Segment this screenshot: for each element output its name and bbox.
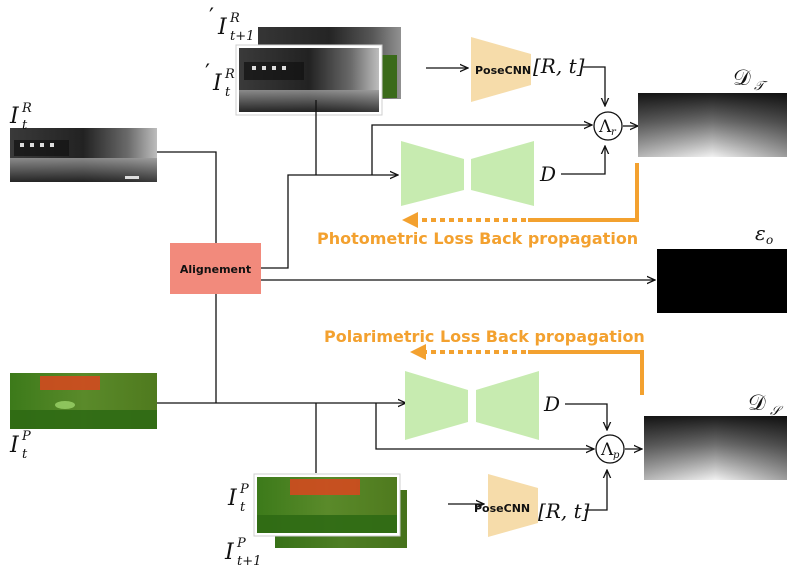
posecnn-top-block: PoseCNN [471, 37, 531, 102]
rt-bottom-label: [R, t] [538, 499, 590, 523]
d-top-label: D [539, 162, 556, 186]
posecnn-bottom-label: PoseCNN [474, 502, 530, 515]
label-bottom-front-sub: t [240, 500, 246, 515]
dt-label: 𝒟 [733, 66, 751, 91]
label-it-p-sub: t [22, 447, 28, 462]
image-it-p [10, 373, 157, 429]
depth-network-top [401, 141, 534, 206]
label-top-back-sup: R [229, 11, 240, 26]
label-bottom-front: I [227, 486, 238, 511]
label-top-back: I [217, 15, 228, 40]
rt-top-label: [R, t] [533, 54, 585, 78]
label-it-r: I [9, 104, 20, 129]
label-top-front-sup: R [224, 67, 235, 82]
alignement-label: Alignement [180, 263, 251, 276]
label-it-p: I [9, 433, 20, 458]
label-top-back-prime: ′ [209, 5, 214, 30]
label-it-r-sup: R [21, 101, 32, 116]
label-bottom-back-sup: P [236, 536, 246, 551]
eps-label: ε [755, 221, 766, 245]
epsilon-map [657, 249, 787, 313]
label-bottom-back-sub: t+1 [237, 554, 261, 566]
depth-map-bottom [644, 416, 787, 480]
label-bottom-front-sup: P [239, 482, 249, 497]
label-it-p-sup: P [21, 429, 31, 444]
label-top-front: I [212, 71, 223, 96]
lambda-p-symbol: Λ [600, 440, 614, 460]
connector-lines [157, 67, 655, 511]
depth-map-top [638, 93, 787, 157]
eps-label-sub: o [766, 233, 773, 247]
posecnn-bottom-block: PoseCNN [474, 474, 538, 537]
label-top-back-sub: t+1 [230, 29, 254, 44]
lambda-p-sub: p [613, 450, 620, 461]
image-it-r [10, 128, 157, 182]
lambda-p-node: Λ p [595, 434, 625, 464]
label-bottom-back: I [224, 540, 235, 565]
lambda-r-symbol: Λ [598, 117, 612, 137]
d-bottom-label: D [543, 392, 560, 416]
lambda-r-node: Λ r [593, 111, 623, 141]
lambda-r-sub: r [611, 127, 617, 138]
depth-network-bottom [405, 371, 539, 440]
label-it-r-sub: t [22, 118, 28, 133]
polarimetric-loss-label: Polarimetric Loss Back propagation [324, 327, 645, 346]
photometric-loss-label: Photometric Loss Back propagation [317, 229, 638, 248]
label-top-front-prime: ′ [205, 61, 210, 86]
polarimetric-loss-arrow [410, 344, 644, 395]
dt-label-sub: 𝒯 [754, 79, 768, 94]
image-stack-bottom [253, 473, 407, 548]
label-top-front-sub: t [225, 85, 231, 100]
posecnn-top-label: PoseCNN [475, 64, 531, 77]
ds-label: 𝒟 [748, 391, 766, 416]
alignement-block: Alignement [170, 243, 261, 294]
photometric-loss-arrow [402, 163, 639, 228]
image-stack-top [235, 27, 401, 116]
